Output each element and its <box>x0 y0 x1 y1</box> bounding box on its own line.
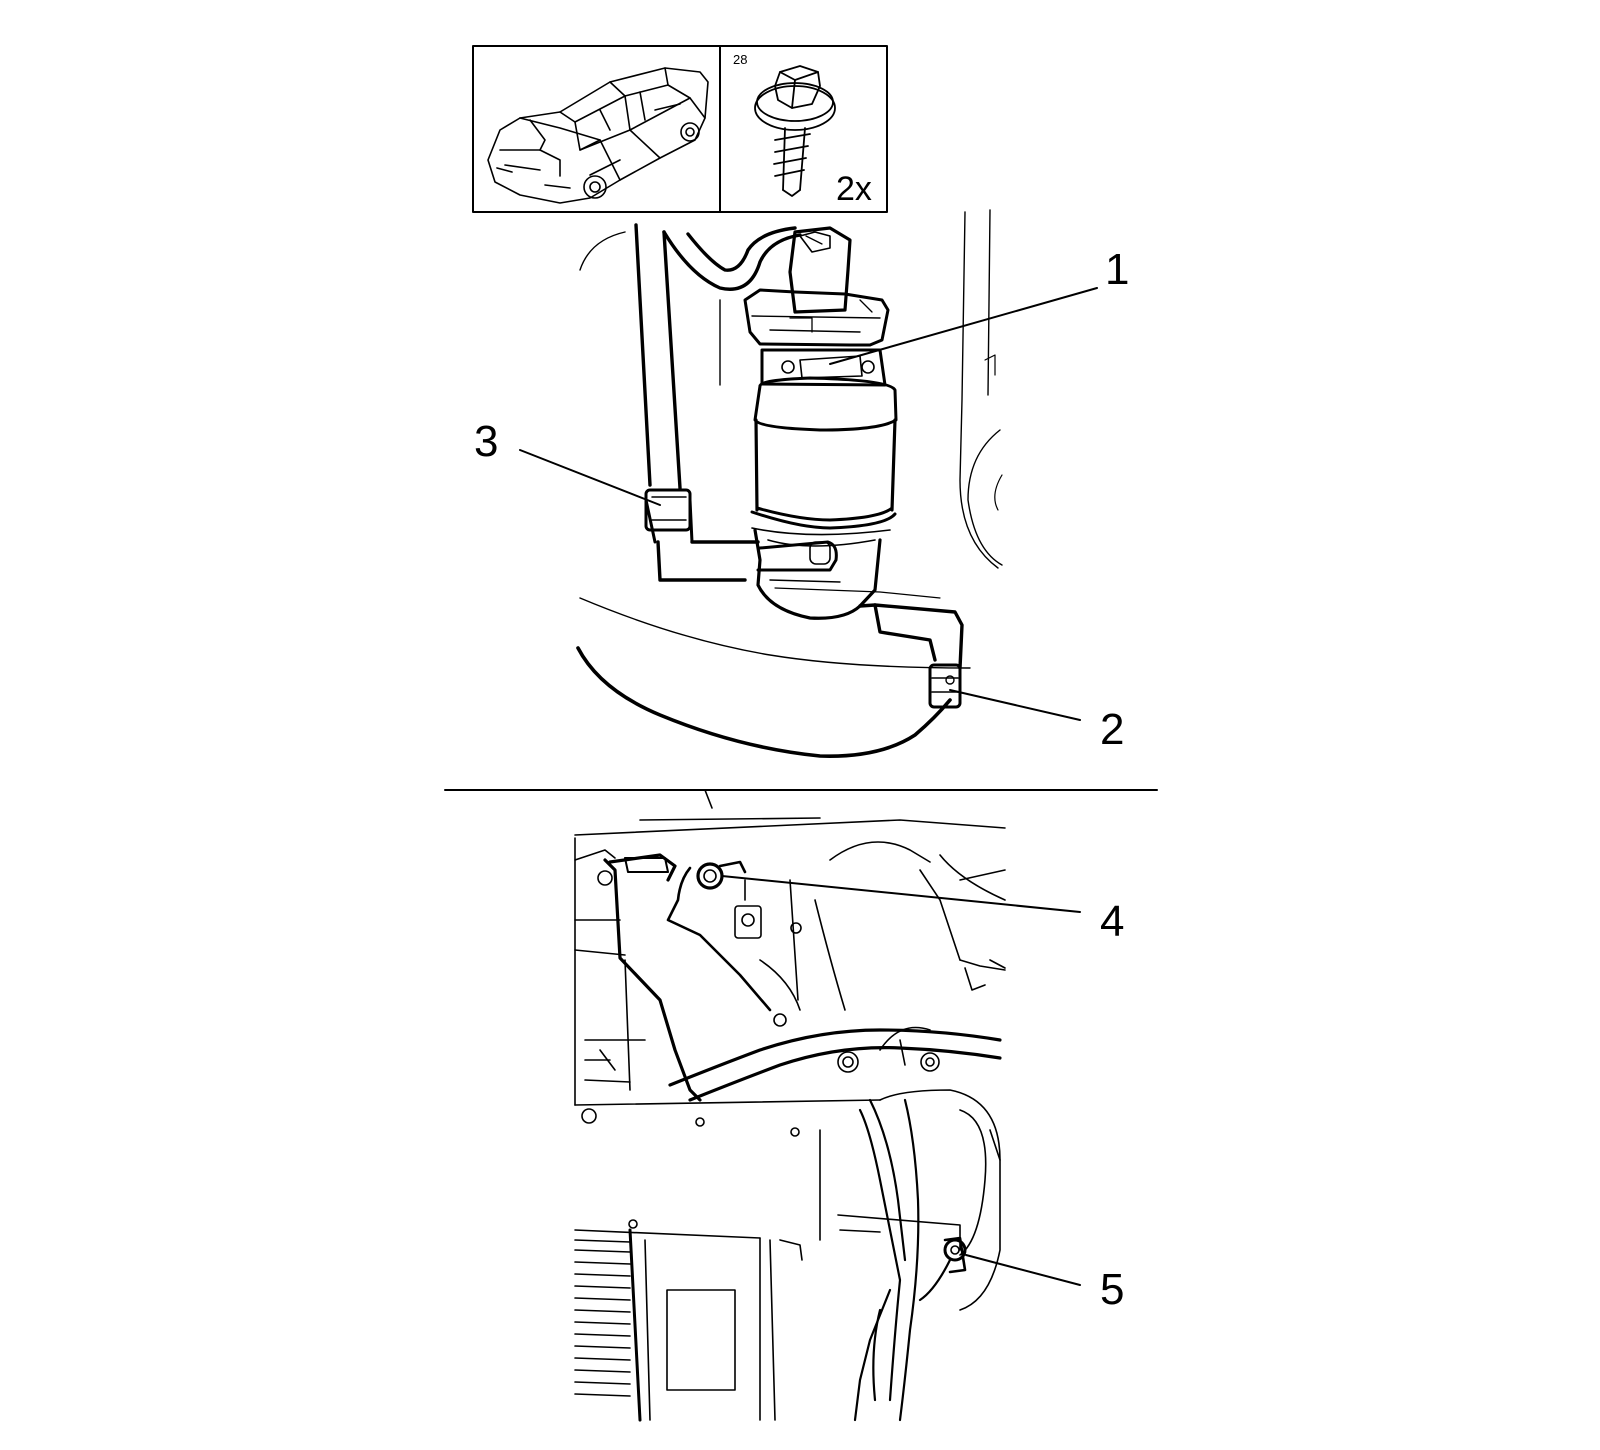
callout-1: 1 <box>1105 245 1130 294</box>
upper-leaders <box>519 287 1098 721</box>
lower-leaders <box>721 875 1081 1286</box>
leader-line-3 <box>519 449 661 506</box>
leader-line-2 <box>949 689 1081 721</box>
leader-line-4 <box>721 875 1081 913</box>
callout-2: 2 <box>1100 705 1125 754</box>
callout-4: 4 <box>1100 897 1125 946</box>
fastener-quantity: 2x <box>836 170 872 208</box>
front-structure-view <box>574 789 1006 1422</box>
leader-line-5 <box>965 1254 1081 1286</box>
screw-washer-icon <box>754 65 836 197</box>
part-reference-number: 28 <box>733 52 748 67</box>
header-panel <box>472 45 888 213</box>
callout-5: 5 <box>1100 1265 1125 1314</box>
leader-line-1 <box>829 287 1098 365</box>
vehicle-body-icon <box>487 67 709 204</box>
pump-assembly-view <box>576 209 1003 758</box>
callout-3: 3 <box>474 417 499 466</box>
